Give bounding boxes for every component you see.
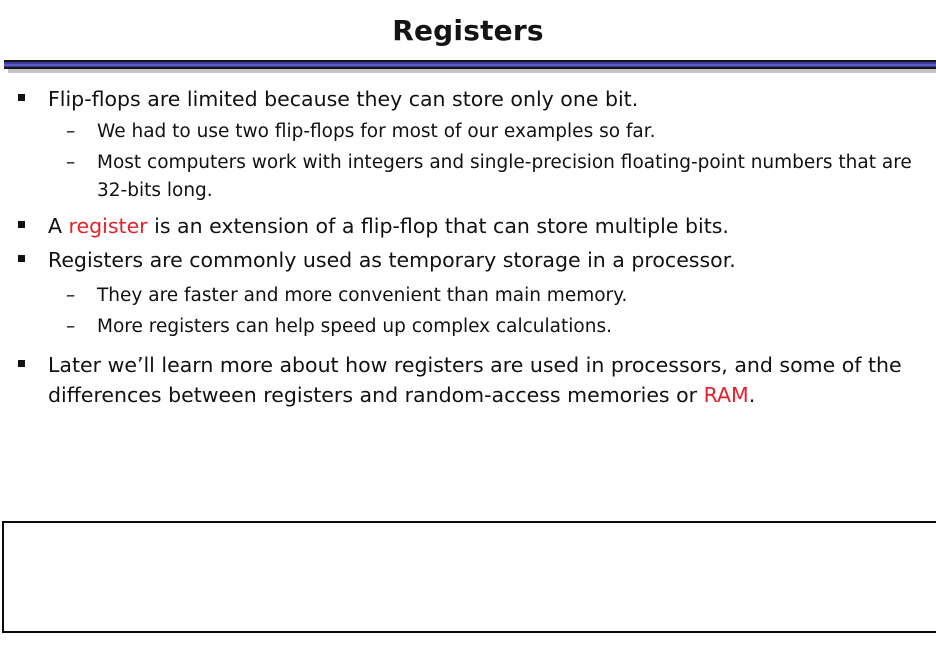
title-divider-bar (4, 60, 936, 69)
highlight-term-ram: RAM (703, 383, 749, 407)
bullet-item-level2: – They are faster and more convenient th… (0, 282, 936, 310)
square-bullet-icon (18, 221, 25, 228)
bullet-item-level1: A register is an extension of a flip-flo… (0, 211, 936, 241)
slide-body: Flip-flops are limited because they can … (0, 84, 936, 514)
page-title: Registers (392, 14, 544, 47)
bullet-text: Registers are commonly used as temporary… (48, 248, 736, 272)
highlight-term-register: register (68, 214, 148, 238)
bullet-text-part1: A (48, 214, 69, 238)
bullet-item-level2: – More registers can help speed up compl… (0, 313, 936, 341)
bullet-item-level2: – We had to use two flip-flops for most … (0, 118, 936, 146)
bullet-item-level1: Later we’ll learn more about how registe… (0, 350, 936, 410)
bullet-text: They are faster and more convenient than… (97, 285, 628, 306)
bullet-text-part2: is an extension of a flip-flop that can … (147, 214, 729, 238)
dash-bullet-icon: – (66, 285, 76, 306)
dash-bullet-icon: – (66, 316, 76, 337)
bullet-item-level1: Flip-flops are limited because they can … (0, 84, 936, 114)
bullet-item-level1: Registers are commonly used as temporary… (0, 245, 936, 275)
bullet-text-part2: . (748, 383, 756, 407)
bottom-content-placeholder-box (2, 521, 936, 633)
square-bullet-icon (18, 94, 25, 101)
bullet-text-part1: Later we’ll learn more about how registe… (48, 353, 902, 407)
title-divider-highlight (4, 64, 936, 66)
square-bullet-icon (18, 255, 25, 262)
square-bullet-icon (18, 360, 25, 367)
bullet-item-level2: – Most computers work with integers and … (0, 149, 936, 205)
dash-bullet-icon: – (66, 121, 76, 142)
bullet-text: Flip-flops are limited because they can … (48, 87, 639, 111)
title-divider-shadow (8, 69, 936, 73)
dash-bullet-icon: – (66, 152, 76, 173)
bullet-text: Most computers work with integers and si… (97, 152, 912, 201)
bullet-text: We had to use two flip-flops for most of… (97, 121, 656, 142)
bullet-text: More registers can help speed up complex… (97, 316, 612, 337)
